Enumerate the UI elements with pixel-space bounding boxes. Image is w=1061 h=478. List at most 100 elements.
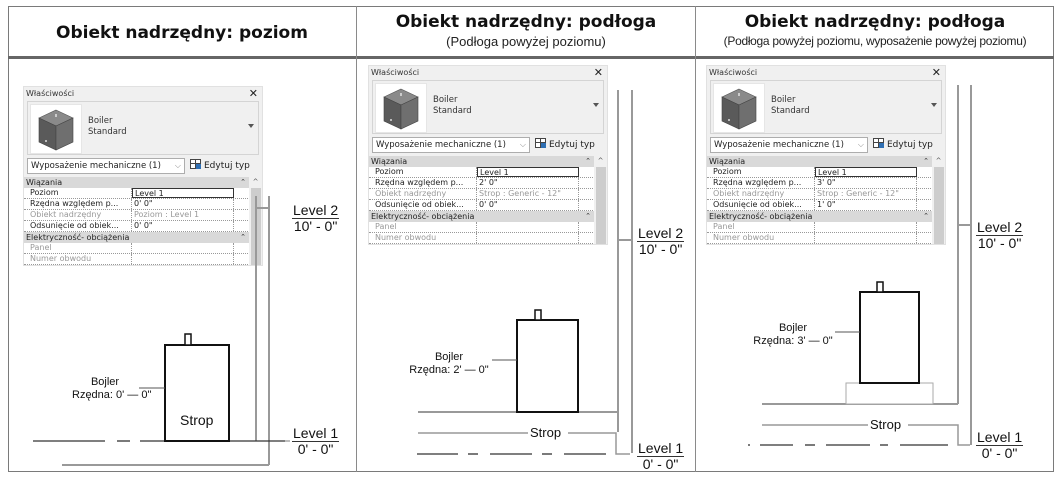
property-name: Odsunięcie od obiek... [369, 200, 477, 210]
properties-title-bar: Właściwości ✕ [707, 66, 945, 80]
column-subtitle: (Podłoga powyżej poziomu, wyposażenie po… [723, 34, 1027, 48]
type-selector[interactable]: Boiler Standard [372, 80, 604, 134]
column-header-3: Obiekt nadrzędny: podłoga (Podłoga powyż… [696, 6, 1054, 59]
collapse-icon[interactable]: ⌃ [923, 157, 929, 165]
edit-type-button[interactable]: Edytuj typ [535, 138, 595, 152]
property-value-field[interactable]: Level 1 [132, 188, 234, 198]
scrollbar[interactable]: ^ [594, 156, 607, 244]
property-value-field[interactable]: 0' 0" [132, 199, 234, 209]
property-name: Numer obwodu [707, 233, 815, 243]
property-row[interactable]: Panel [24, 243, 250, 254]
level-2-tag: Level 2 10' - 0" [976, 219, 1024, 251]
property-row[interactable]: Numer obwodu [24, 254, 250, 265]
property-row[interactable]: Numer obwodu [707, 233, 933, 244]
comparison-table [8, 6, 1054, 472]
type-name: Boiler Standard [88, 116, 127, 138]
properties-title: Właściwości [371, 68, 420, 77]
boiler-annotation: Bojler Rzędna: 3' — 0" [751, 322, 835, 348]
edit-type-button[interactable]: Edytuj typ [873, 138, 933, 152]
edit-type-icon [190, 159, 201, 169]
property-value-field[interactable]: 0' 0" [477, 200, 579, 210]
properties-title-bar: Właściwości ✕ [24, 87, 262, 101]
close-icon[interactable]: ✕ [248, 87, 258, 100]
property-row[interactable]: Panel [707, 222, 933, 233]
dropdown-arrow-icon[interactable] [931, 103, 937, 107]
property-name: Poziom [369, 167, 477, 177]
property-value-field[interactable]: Level 1 [815, 167, 917, 177]
property-group-header[interactable]: Elektryczność- obciążenia⌃ [707, 211, 933, 222]
category-filter-select[interactable]: Wyposażenie mechaniczne (1) ⌵ [27, 158, 185, 174]
type-selector[interactable]: Boiler Standard [710, 80, 942, 134]
level-1-tag: Level 1 0' - 0" [637, 440, 685, 472]
property-row[interactable]: Numer obwodu [369, 233, 595, 244]
property-group-header[interactable]: Wiązania⌃ [24, 177, 250, 188]
collapse-icon[interactable]: ⌃ [585, 157, 591, 165]
family-name: Boiler [433, 95, 458, 105]
family-name: Boiler [88, 116, 113, 126]
property-value-field[interactable]: 0' 0" [132, 221, 234, 231]
dropdown-arrow-icon[interactable] [248, 124, 254, 128]
column-header-2: Obiekt nadrzędny: podłoga (Podłoga powyż… [357, 6, 695, 59]
boiler-thumbnail-icon [375, 83, 427, 133]
level-elevation: 10' - 0" [638, 241, 683, 257]
category-value: Wyposażenie mechaniczne (1) [376, 140, 506, 150]
level-name: Level 1 [637, 440, 685, 457]
property-name: Panel [369, 222, 477, 232]
category-filter-select[interactable]: Wyposażenie mechaniczne (1) ⌵ [372, 137, 530, 153]
property-value-field [815, 222, 917, 232]
collapse-icon[interactable]: ⌃ [240, 178, 246, 186]
property-group-header[interactable]: Elektryczność- obciążenia⌃ [369, 211, 595, 222]
property-value-field[interactable]: Level 1 [477, 167, 579, 177]
scrollbar[interactable]: ^ [932, 156, 945, 244]
scroll-thumb[interactable] [934, 167, 944, 244]
property-row[interactable]: Odsunięcie od obiek...1' 0" [707, 200, 933, 211]
scroll-up-icon[interactable]: ^ [597, 157, 604, 165]
close-icon[interactable]: ✕ [931, 66, 941, 79]
property-row[interactable]: Odsunięcie od obiek...0' 0" [24, 221, 250, 232]
boiler-annotation: Bojler Rzędna: 2' — 0" [407, 351, 491, 377]
type-name: Boiler Standard [433, 95, 472, 117]
boiler-flue [534, 309, 542, 321]
property-group-header[interactable]: Wiązania ⌃ [369, 156, 595, 167]
property-value-field [815, 233, 917, 243]
property-row[interactable]: Rzędna względem p...3' 0" [707, 178, 933, 189]
level-name: Level 2 [976, 219, 1024, 236]
property-row[interactable]: Odsunięcie od obiek...0' 0" [369, 200, 595, 211]
collapse-icon[interactable]: ⌃ [923, 212, 929, 220]
type-variant: Standard [771, 106, 810, 116]
property-row[interactable]: Rzędna względem p...2' 0" [369, 178, 595, 189]
category-filter-select[interactable]: Wyposażenie mechaniczne (1) ⌵ [710, 137, 868, 153]
edit-type-button[interactable]: Edytuj typ [190, 159, 250, 173]
property-row[interactable]: Panel [369, 222, 595, 233]
property-name: Obiekt nadrzędny [369, 189, 477, 199]
boiler-outline [516, 319, 579, 413]
property-value-field[interactable]: 2' 0" [477, 178, 579, 188]
floor-label: Strop [868, 417, 904, 432]
scroll-up-icon[interactable]: ^ [252, 178, 259, 186]
level-name: Level 2 [292, 202, 340, 219]
edit-type-label: Edytuj typ [549, 140, 595, 150]
group-label: Wiązania [371, 157, 408, 166]
property-group-header[interactable]: Wiązania⌃ [707, 156, 933, 167]
scroll-up-icon[interactable]: ^ [935, 157, 942, 165]
collapse-icon[interactable]: ⌃ [240, 233, 246, 241]
type-selector[interactable]: Boiler Standard [27, 101, 259, 155]
scroll-thumb[interactable] [596, 167, 606, 244]
level-elevation: 10' - 0" [977, 235, 1022, 251]
close-icon[interactable]: ✕ [593, 66, 603, 79]
property-value-field[interactable]: 3' 0" [815, 178, 917, 188]
collapse-icon[interactable]: ⌃ [585, 212, 591, 220]
property-row[interactable]: Rzędna względem p...0' 0" [24, 199, 250, 210]
dropdown-arrow-icon[interactable] [593, 103, 599, 107]
property-value-field: Strop : Generic - 12" [477, 189, 579, 199]
property-value-field[interactable]: 1' 0" [815, 200, 917, 210]
property-group-header[interactable]: Elektryczność- obciążenia⌃ [24, 232, 250, 243]
property-name: Rzędna względem p... [707, 178, 815, 188]
